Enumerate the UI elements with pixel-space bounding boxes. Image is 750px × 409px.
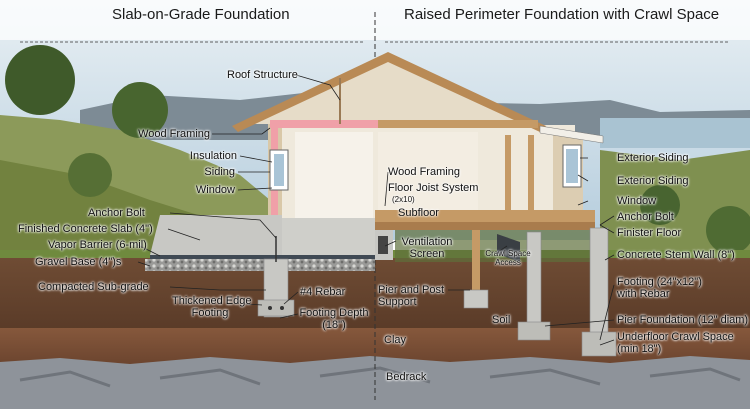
interior-room xyxy=(295,132,373,220)
bay-water xyxy=(600,118,750,148)
label-siding: Siding xyxy=(204,166,235,178)
label-concrete-stem-wall: Concrete Stem Wall (8") xyxy=(617,249,735,261)
stem-wall-footing xyxy=(581,331,617,357)
porch-posts xyxy=(505,135,511,210)
label-finished-concrete-slab: Finished Concrete Slab (4") xyxy=(18,223,153,235)
gravel-base xyxy=(145,259,375,271)
label-soil: Soil xyxy=(492,314,511,326)
label-pier-post-line1: Pier and Post xyxy=(378,284,445,296)
gable-wall xyxy=(250,60,528,124)
label-underfloor-crawl-space: Underfloor Crawl Space (min 18") xyxy=(617,331,734,355)
pier-post-footing xyxy=(463,289,489,309)
label-exterior-siding-1: Exterior Siding xyxy=(617,152,689,164)
label-thickened-edge-line2: Footing xyxy=(191,307,229,319)
label-thickened-edge-footing: Thickened Edge Footing xyxy=(172,295,252,319)
label-finister-floor: Finister Floor xyxy=(617,227,682,239)
label-compacted-subgrade: Compacted Sub-grade xyxy=(38,281,149,293)
tree xyxy=(5,45,75,115)
label-window-left: Window xyxy=(195,184,235,196)
label-thickened-edge-line1: Thickened Edge xyxy=(172,295,252,307)
porch-roof xyxy=(539,125,604,144)
label-pier-post-line2: Support xyxy=(378,296,417,308)
label-rebar: #4 Rebar xyxy=(300,286,346,298)
label-subfloor: Subfloor xyxy=(398,207,439,219)
slab-interior xyxy=(282,218,375,256)
label-wood-framing-right: Wood Framing xyxy=(388,166,460,178)
label-crawl-access-line2: Access xyxy=(495,258,521,267)
title-raised-perimeter: Raised Perimeter Foundation with Crawl S… xyxy=(404,6,720,23)
pier-post xyxy=(472,230,480,292)
label-footing-depth: Footing Depth (18") xyxy=(298,307,370,331)
ceiling-beam-right xyxy=(378,120,538,128)
tree xyxy=(706,206,750,254)
label-crawl-space-access: Crawl Space Access xyxy=(480,249,536,267)
label-underfloor-line1: Underfloor Crawl Space xyxy=(617,331,734,343)
crawl-space-access xyxy=(497,234,520,262)
porch-posts xyxy=(528,135,534,210)
vapor-barrier xyxy=(150,255,375,259)
label-wood-framing-left: Wood Framing xyxy=(138,128,210,140)
label-anchor-bolt-left: Anchor Bolt xyxy=(88,207,145,219)
label-floor-joist-size: (2x10) xyxy=(392,195,415,204)
rebar xyxy=(280,306,284,310)
label-footing-depth-line2: (18") xyxy=(322,319,346,331)
label-ventilation-line1: Ventilation xyxy=(401,236,453,248)
rebar xyxy=(268,306,272,310)
label-pier-and-post-support: Pier and Post Support xyxy=(378,284,444,308)
label-roof-structure: Roof Structure xyxy=(227,69,298,81)
window-left-glass xyxy=(274,154,284,186)
label-footing-right: Footing (24"x12") with Rebar xyxy=(617,276,702,300)
label-crawl-access-line1: Crawl Space xyxy=(485,249,531,258)
label-pier-foundation: Pier Foundation (12" diam) xyxy=(617,314,749,326)
label-anchor-bolt-right: Anchor Bolt xyxy=(617,211,674,223)
label-ventilation-line2: Screen xyxy=(409,248,445,260)
tree xyxy=(112,82,168,138)
leader-lines xyxy=(135,74,615,346)
label-clay: Clay xyxy=(384,334,407,346)
tree xyxy=(68,153,112,197)
bedrock-texture xyxy=(19,366,741,388)
subfloor xyxy=(375,210,595,222)
ventilation-screen xyxy=(378,236,388,254)
window-right-glass xyxy=(566,149,578,183)
label-vapor-barrier: Vapor Barrier (6-mil) xyxy=(48,239,147,251)
label-bedrack: Bedrack xyxy=(386,371,427,383)
label-footing-depth-line1: Footing Depth xyxy=(299,307,369,319)
right-room xyxy=(378,132,478,212)
label-underfloor-line2: (min 18") xyxy=(617,343,662,355)
label-exterior-siding-2: Exterior Siding xyxy=(617,175,689,187)
floor-joist xyxy=(375,222,595,230)
pier-foundation-base xyxy=(517,321,551,341)
pier-foundation xyxy=(526,231,542,325)
label-footing-right-line2: with Rebar xyxy=(617,288,670,300)
label-footing-right-line1: Footing (24"x12") xyxy=(617,276,702,288)
concrete-slab xyxy=(150,215,282,255)
tree xyxy=(640,185,680,225)
label-gravel-base: Gravel Base (4")s xyxy=(35,256,122,268)
label-ventilation-screen: Ventilation Screen xyxy=(396,236,458,260)
label-floor-joist-system: Floor Joist System xyxy=(388,182,479,194)
title-slab-on-grade: Slab-on-Grade Foundation xyxy=(112,6,290,23)
footing-base xyxy=(257,299,295,317)
label-window-right: Window xyxy=(617,195,657,207)
label-insulation: Insulation xyxy=(189,150,237,162)
